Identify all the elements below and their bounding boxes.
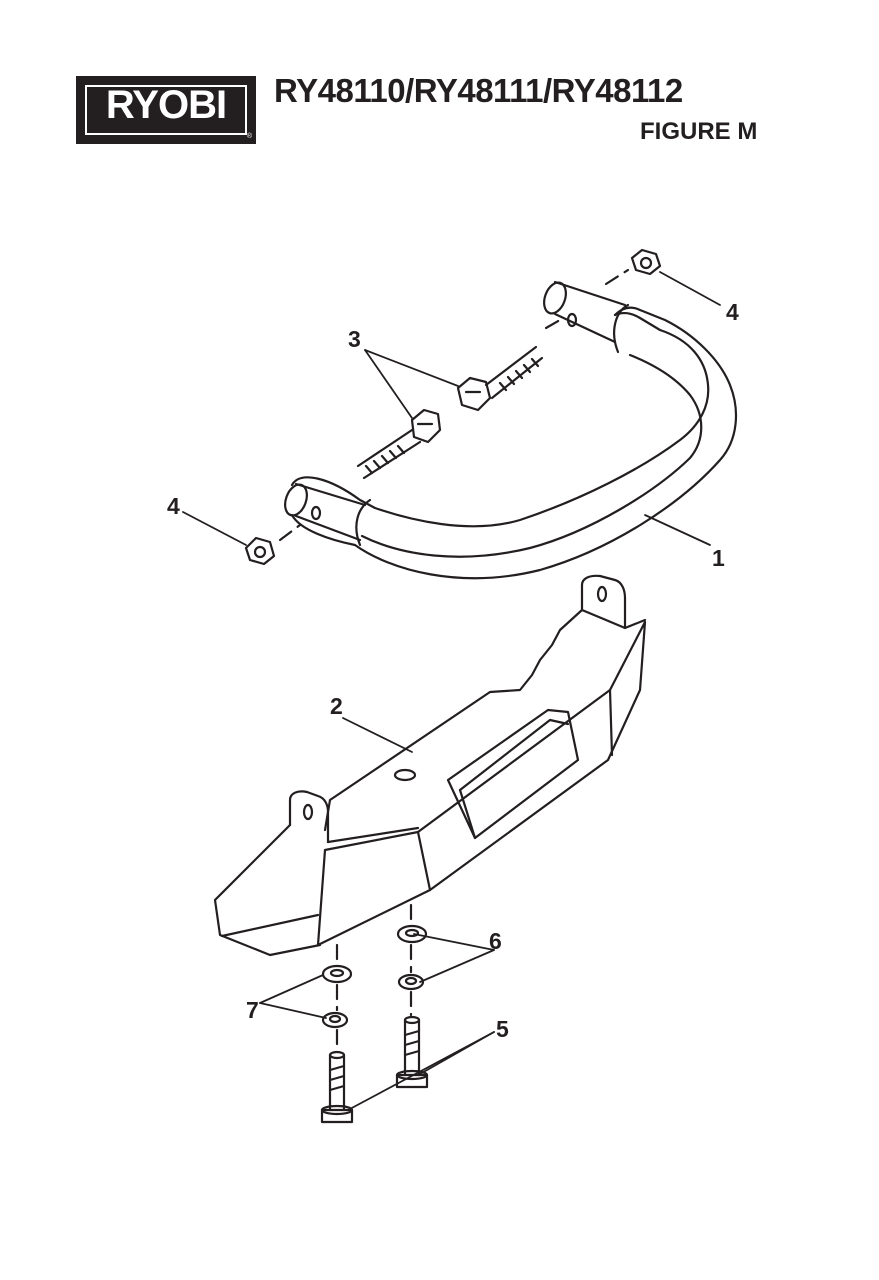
bolt-upper [456,345,544,412]
callout-5: 5 [496,1016,509,1042]
lock-washer-6-left [321,1011,349,1029]
callout-4-left: 4 [167,493,180,519]
lock-washer-6-right [397,973,425,991]
figure-label: FIGURE M [640,118,758,145]
assembly-lines-handle [278,268,630,542]
washer-7-lower [396,924,428,944]
nut-upper [630,248,662,276]
washer-7-upper [321,964,353,984]
callout-2: 2 [330,693,343,719]
logo-wordmark: RYOBI [105,83,227,127]
registered-mark: ® [246,133,252,140]
callout-7: 7 [246,997,259,1023]
handle-tube [284,280,738,580]
nut-lower [244,536,276,566]
leader-lines [182,271,721,1111]
logo-border [85,85,247,135]
model-numbers: RY48110/RY48111/RY48112 [274,72,683,109]
assembly-lines-skid [335,903,413,1052]
callout-3: 3 [348,326,361,352]
ryobi-logo: RYOBI ® [76,76,256,144]
callout-1: 1 [712,545,725,571]
screw-5-left [320,1050,354,1124]
callout-4-right: 4 [726,299,739,325]
screw-5-right [395,1015,429,1089]
bolt-lower [356,408,442,480]
callout-6: 6 [489,928,502,954]
skid-shield [213,574,647,957]
